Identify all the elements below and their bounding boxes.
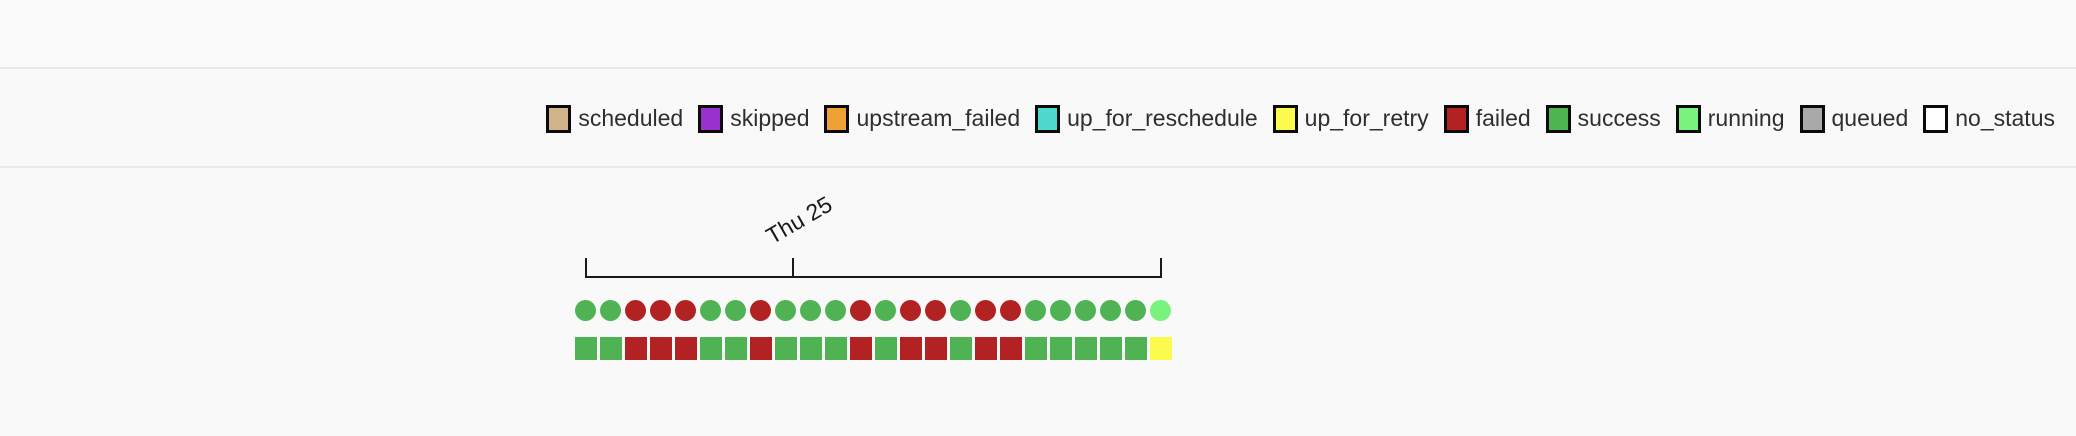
task-instance-status-square-success[interactable] <box>1025 337 1047 360</box>
task-instance-status-square-success[interactable] <box>1100 337 1122 360</box>
task-instance-status-square-success[interactable] <box>800 337 822 360</box>
status-legend: scheduled skipped upstream_failed up_for_re… <box>546 104 2055 133</box>
dag-run-status-circle-success[interactable] <box>700 300 721 321</box>
legend-item-skipped: skipped <box>698 104 810 133</box>
dag-run-status-circle-success[interactable] <box>875 300 896 321</box>
legend-color-swatch <box>698 104 724 133</box>
dag-run-status-circle-success[interactable] <box>1075 300 1096 321</box>
legend-item-scheduled: scheduled <box>546 104 684 133</box>
dag-run-status-circle-success[interactable] <box>950 300 971 321</box>
task-instance-status-square-success[interactable] <box>950 337 972 360</box>
legend-label: failed <box>1475 105 1531 131</box>
task-instance-status-square-failed[interactable] <box>650 337 672 360</box>
status-legend-band: scheduled skipped upstream_failed up_for_re… <box>0 71 2076 168</box>
task-instance-status-square-success[interactable] <box>1125 337 1147 360</box>
task-instance-status-square-failed[interactable] <box>850 337 872 360</box>
legend-color-swatch <box>1923 104 1949 133</box>
legend-label: skipped <box>730 105 810 131</box>
legend-color-swatch <box>1675 104 1701 133</box>
dag-run-status-circle-success[interactable] <box>1100 300 1121 321</box>
task-instance-status-square-success[interactable] <box>825 337 847 360</box>
dag-run-status-circle-success[interactable] <box>725 300 746 321</box>
task-instance-status-square-success[interactable] <box>700 337 722 360</box>
task-instance-status-square-success[interactable] <box>1050 337 1072 360</box>
legend-color-swatch <box>1443 104 1469 133</box>
legend-label: scheduled <box>578 105 684 131</box>
legend-item-failed: failed <box>1443 104 1531 133</box>
legend-color-swatch <box>546 104 572 133</box>
task-instance-status-square-success[interactable] <box>600 337 622 360</box>
dag-run-status-circle-success[interactable] <box>775 300 796 321</box>
legend-color-swatch <box>1272 104 1298 133</box>
legend-item-running: running <box>1675 104 1785 133</box>
dag-run-status-circle-failed[interactable] <box>750 300 771 321</box>
time-axis-line <box>585 276 1162 278</box>
task-instance-status-square-failed[interactable] <box>925 337 947 360</box>
dag-run-status-circle-success[interactable] <box>825 300 846 321</box>
task-instance-status-square-success[interactable] <box>1075 337 1097 360</box>
top-toolbar-band <box>0 0 2076 69</box>
dag-run-status-circle-failed[interactable] <box>1000 300 1021 321</box>
dag-run-status-circle-success[interactable] <box>800 300 821 321</box>
time-axis-tick-thu25 <box>792 258 794 278</box>
dag-run-status-circle-failed[interactable] <box>625 300 646 321</box>
legend-label: up_for_reschedule <box>1067 105 1258 131</box>
legend-item-upstream_failed: upstream_failed <box>824 104 1021 133</box>
dag-run-status-circle-failed[interactable] <box>850 300 871 321</box>
time-axis-tick-start <box>585 258 587 278</box>
dag-run-status-circle-running[interactable] <box>1150 300 1171 321</box>
legend-label: upstream_failed <box>856 105 1021 131</box>
task-instance-status-square-up_for_retry[interactable] <box>1150 337 1172 360</box>
task-instance-status-square-failed[interactable] <box>625 337 647 360</box>
task-instance-status-square-failed[interactable] <box>675 337 697 360</box>
legend-label: no_status <box>1955 105 2055 131</box>
dag-run-status-circle-failed[interactable] <box>650 300 671 321</box>
dag-run-status-circle-success[interactable] <box>1050 300 1071 321</box>
dag-run-status-circle-success[interactable] <box>1025 300 1046 321</box>
dag-run-status-row <box>575 300 1171 321</box>
legend-color-swatch <box>824 104 850 133</box>
task-instance-status-square-success[interactable] <box>575 337 597 360</box>
task-instance-status-square-failed[interactable] <box>750 337 772 360</box>
legend-item-up_for_retry: up_for_retry <box>1272 104 1429 133</box>
task-instance-status-square-failed[interactable] <box>1000 337 1022 360</box>
legend-color-swatch <box>1799 104 1825 133</box>
dag-run-status-circle-failed[interactable] <box>675 300 696 321</box>
legend-label: up_for_retry <box>1304 105 1429 131</box>
dag-run-status-circle-failed[interactable] <box>925 300 946 321</box>
task-instance-status-square-failed[interactable] <box>900 337 922 360</box>
dag-run-status-circle-success[interactable] <box>1125 300 1146 321</box>
dag-run-status-circle-failed[interactable] <box>900 300 921 321</box>
legend-color-swatch <box>1035 104 1061 133</box>
task-instance-status-row <box>575 337 1172 360</box>
task-instance-status-square-failed[interactable] <box>975 337 997 360</box>
legend-item-success: success <box>1545 104 1661 133</box>
legend-label: queued <box>1831 105 1909 131</box>
legend-color-swatch <box>1545 104 1571 133</box>
tree-view-canvas: Thu 25 <box>0 173 2076 436</box>
legend-item-queued: queued <box>1799 104 1909 133</box>
task-instance-status-square-success[interactable] <box>725 337 747 360</box>
legend-label: running <box>1707 105 1785 131</box>
task-instance-status-square-success[interactable] <box>775 337 797 360</box>
time-axis-tick-end <box>1160 258 1162 278</box>
dag-run-status-circle-success[interactable] <box>600 300 621 321</box>
dag-run-status-circle-failed[interactable] <box>975 300 996 321</box>
time-axis-tick-label: Thu 25 <box>761 190 837 250</box>
task-instance-status-square-success[interactable] <box>875 337 897 360</box>
legend-item-no_status: no_status <box>1923 104 2055 133</box>
legend-item-up_for_reschedule: up_for_reschedule <box>1035 104 1258 133</box>
legend-label: success <box>1577 105 1661 131</box>
dag-run-status-circle-success[interactable] <box>575 300 596 321</box>
